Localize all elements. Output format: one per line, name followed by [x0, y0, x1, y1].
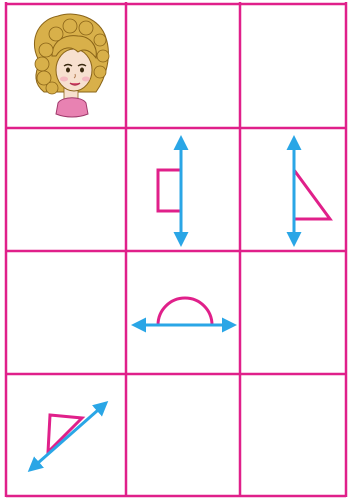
diagonal-axis-arrow-icon — [30, 403, 106, 470]
half-semicircle-shape — [158, 298, 212, 325]
half-rectangle-shape — [158, 170, 180, 211]
half-triangle-shape — [294, 170, 330, 219]
diagonal-half-triangle-shape — [48, 415, 82, 452]
girl-face-icon — [34, 14, 109, 117]
